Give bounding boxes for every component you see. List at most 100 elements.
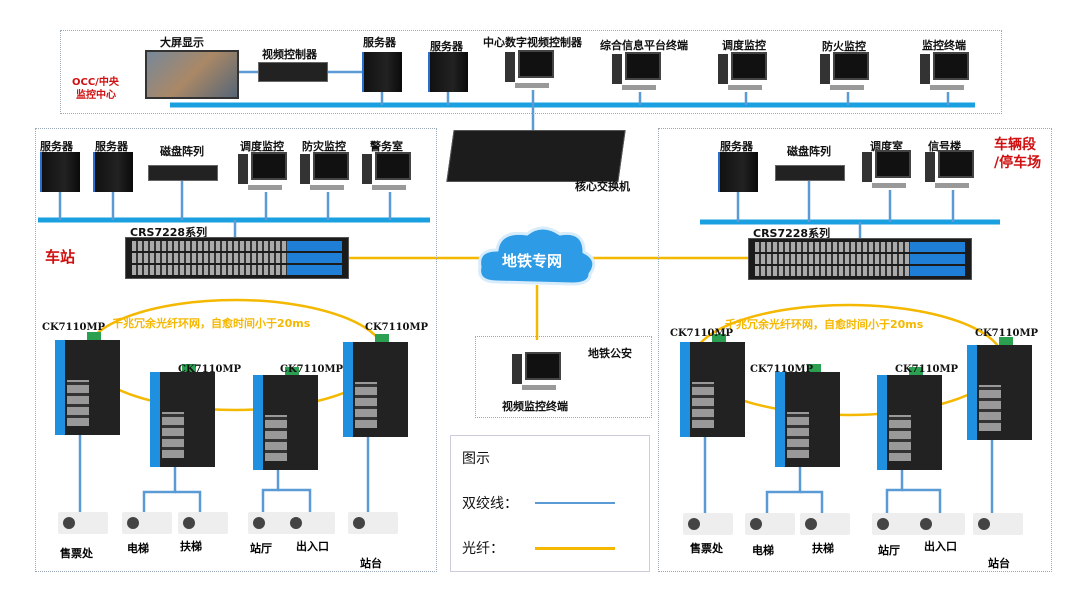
edge-switch-icon xyxy=(775,364,840,467)
police-terminal-label: 视频监控终端 xyxy=(502,400,568,413)
server-icon xyxy=(40,152,80,192)
workstation-icon xyxy=(300,152,349,192)
legend xyxy=(450,435,650,572)
depot-title: 车辆段/停车场 xyxy=(994,137,1042,171)
camera-label: 电梯 xyxy=(752,544,774,557)
fiber-ring-label: 千兆冗余光纤环网，自愈时间小于20ms xyxy=(725,318,924,331)
police-area xyxy=(475,336,652,418)
station-area xyxy=(35,128,437,572)
twisted-pair-line xyxy=(885,470,904,513)
device-label: 服务器 xyxy=(40,140,73,153)
edge-switch-icon xyxy=(877,367,942,470)
twisted-pair-line xyxy=(261,470,280,512)
video-controller-icon xyxy=(258,62,328,82)
device-label: 警务室 xyxy=(370,140,403,153)
camera-label: 电梯 xyxy=(127,542,149,555)
legend-title: 图示 xyxy=(462,451,490,467)
workstation-icon xyxy=(505,50,554,90)
edge-switch-label: CK7110MP xyxy=(178,364,242,375)
camera-label: 售票处 xyxy=(690,542,723,555)
camera-label: 站厅 xyxy=(878,544,900,557)
camera-label: 站厅 xyxy=(250,542,272,555)
edge-switch-label: CK7110MP xyxy=(895,364,959,375)
video-wall-icon xyxy=(145,50,239,99)
twisted-pair-line xyxy=(175,490,202,512)
police-terminal-icon xyxy=(512,352,561,392)
twisted-pair-line xyxy=(765,467,802,513)
twisted-pair-line xyxy=(800,490,824,513)
device-label: 调度室 xyxy=(870,140,903,153)
camera-icon xyxy=(973,513,1023,535)
device-label: 监控终端 xyxy=(922,39,966,52)
camera-icon xyxy=(285,512,335,534)
device-label: 大屏显示 xyxy=(160,36,204,49)
camera-label: 售票处 xyxy=(60,547,93,560)
twisted-pair-line xyxy=(142,467,177,512)
switch-series-label: CRS7228系列 xyxy=(753,227,831,240)
camera-icon xyxy=(178,512,228,534)
twisted-pair-line xyxy=(278,488,312,512)
edge-switch-label: CK7110MP xyxy=(670,328,734,339)
workstation-icon xyxy=(612,52,661,92)
camera-label: 扶梯 xyxy=(180,540,202,553)
edge-switch-label: CK7110MP xyxy=(280,364,344,375)
workstation-icon xyxy=(238,152,287,192)
server-icon xyxy=(718,152,758,192)
device-label: 防火监控 xyxy=(822,40,866,53)
depot-area xyxy=(658,128,1052,572)
legend-twisted-pair: 双绞线： xyxy=(462,496,518,512)
device-label: 服务器 xyxy=(363,36,396,49)
disk-array-icon xyxy=(775,165,845,181)
edge-switch-label: CK7110MP xyxy=(365,322,429,333)
occ-area xyxy=(60,30,1002,114)
aggregation-switch xyxy=(125,237,349,279)
device-label: 视频控制器 xyxy=(262,48,317,61)
camera-icon xyxy=(348,512,398,534)
device-label: 服务器 xyxy=(430,40,463,53)
edge-switch-label: CK7110MP xyxy=(42,322,106,333)
cloud-label: 地铁专网 xyxy=(502,252,563,270)
workstation-icon xyxy=(862,150,911,190)
server-icon xyxy=(428,52,468,92)
camera-icon xyxy=(58,512,108,534)
device-label: 调度监控 xyxy=(722,39,766,52)
aggregation-switch xyxy=(748,238,972,280)
disk-array-icon xyxy=(148,165,218,181)
camera-label: 出入口 xyxy=(296,540,329,553)
device-label: 防灾监控 xyxy=(302,140,346,153)
camera-icon xyxy=(683,513,733,535)
server-icon xyxy=(93,152,133,192)
occ-title: OCC/中央监控中心 xyxy=(72,77,119,101)
twisted-pair-line xyxy=(902,488,942,513)
edge-switch-icon xyxy=(55,332,120,435)
edge-switch-icon xyxy=(253,367,318,470)
legend-fiber: 光纤： xyxy=(462,541,504,557)
workstation-icon xyxy=(920,52,969,92)
workstation-icon xyxy=(925,150,974,190)
police-title: 地铁公安 xyxy=(588,347,632,360)
device-label: 调度监控 xyxy=(240,140,284,153)
workstation-icon xyxy=(820,52,869,92)
edge-switch-label: CK7110MP xyxy=(975,328,1039,339)
legend-fiber-line xyxy=(535,547,615,550)
edge-switch-icon xyxy=(680,334,745,437)
camera-label: 出入口 xyxy=(924,540,957,553)
fiber-ring-label: 千兆冗余光纤环网，自愈时间小于20ms xyxy=(112,317,311,330)
camera-icon xyxy=(915,513,965,535)
camera-label: 扶梯 xyxy=(812,542,834,555)
workstation-icon xyxy=(362,152,411,192)
server-icon xyxy=(362,52,402,92)
device-label: 服务器 xyxy=(95,140,128,153)
edge-switch-icon xyxy=(150,364,215,467)
camera-icon xyxy=(800,513,850,535)
device-label: 信号楼 xyxy=(928,140,961,153)
device-label: 服务器 xyxy=(720,140,753,153)
workstation-icon xyxy=(718,52,767,92)
station-title: 车站 xyxy=(45,248,76,266)
camera-label: 站台 xyxy=(988,557,1010,570)
camera-icon xyxy=(872,513,922,535)
core-switch-label: 核心交换机 xyxy=(575,180,630,193)
edge-switch-icon xyxy=(343,334,408,437)
